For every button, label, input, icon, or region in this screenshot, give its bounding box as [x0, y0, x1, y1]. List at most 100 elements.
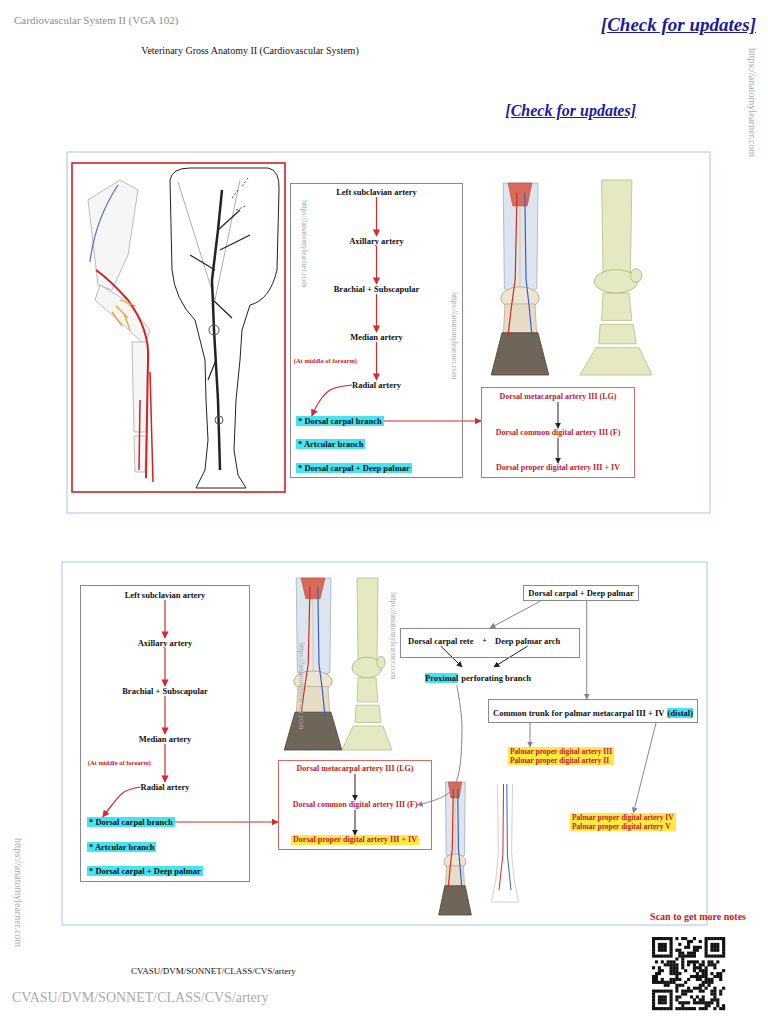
flow-arrow — [164, 744, 165, 782]
qr-code — [678, 1001, 681, 1004]
qr-code — [693, 998, 696, 1001]
qr-code — [693, 975, 696, 978]
qr-code — [696, 978, 699, 981]
node-text: Dorsal proper digital artery III + IV — [496, 463, 620, 473]
watermark: https://anatomylearner.com — [12, 838, 24, 947]
qr-code — [699, 946, 702, 949]
qr-code — [716, 960, 719, 963]
artery-step: Deep palmar arch — [495, 636, 560, 646]
qr-code — [681, 1004, 684, 1007]
process-box: Dorsal carpal reteDeep palmar arch — [400, 628, 580, 658]
qr-code — [675, 987, 678, 990]
qr-code — [707, 978, 710, 981]
watermark: https://anatomylearner.com — [449, 292, 459, 379]
qr-code — [687, 952, 690, 955]
highlighted-branch: * Artcular branch — [87, 842, 156, 852]
flow-arrow — [417, 685, 462, 805]
qr-code — [661, 998, 664, 1001]
qr-code — [722, 940, 725, 943]
artery-step: Left subclavian artery — [125, 590, 206, 600]
forelimb-artery-sketch — [90, 185, 118, 262]
limb-illustration — [508, 193, 517, 337]
qr-code — [678, 1007, 681, 1010]
qr-code — [716, 937, 719, 940]
update-link: [Check for updates] — [601, 14, 756, 37]
qr-code — [699, 940, 702, 943]
qr-code — [719, 975, 722, 978]
panel-frame — [72, 163, 285, 492]
qr-code — [684, 969, 687, 972]
qr-code — [678, 995, 681, 998]
qr-code — [710, 955, 713, 958]
qr-code — [670, 940, 673, 943]
qr-code — [719, 1007, 722, 1010]
qr-code — [670, 966, 673, 969]
qr-code — [693, 966, 696, 969]
artery-step: Left subclavian artery — [336, 187, 417, 197]
limb-illustration — [313, 599, 314, 673]
qr-code — [713, 975, 716, 978]
limb-illustration — [458, 789, 462, 889]
qr-code — [681, 992, 684, 995]
qr-code — [652, 937, 725, 1010]
qr-code — [710, 998, 713, 1001]
qr-code — [710, 992, 713, 995]
qr-code — [687, 978, 690, 981]
limb-illustration — [284, 578, 342, 750]
qr-code — [702, 990, 705, 993]
flow-arrow — [103, 787, 141, 817]
qr-code — [664, 943, 667, 946]
qr-code — [696, 966, 699, 969]
qr-code — [670, 992, 673, 995]
qr-code — [705, 981, 708, 984]
qr-code — [655, 955, 658, 958]
qr-code — [696, 960, 699, 963]
bone-illustration — [602, 180, 632, 274]
qr-code — [670, 1004, 673, 1007]
qr-code — [699, 1007, 702, 1010]
qr-code — [684, 1001, 687, 1004]
qr-code — [661, 943, 664, 946]
qr-code — [655, 972, 658, 975]
limb-illustration — [525, 193, 532, 337]
qr-code — [652, 937, 725, 1010]
qr-code — [699, 978, 702, 981]
qr-code — [661, 995, 664, 998]
node-text: * Artcular branch — [89, 842, 154, 852]
qr-code — [658, 1007, 661, 1010]
node-text: Palmar proper digital artery III — [510, 747, 612, 756]
qr-code — [655, 978, 658, 981]
qr-code — [716, 1004, 719, 1007]
qr-code — [652, 981, 655, 984]
forelimb-artery-sketch — [112, 300, 136, 330]
qr-code — [672, 978, 675, 981]
qr-code — [670, 960, 673, 963]
qr-code — [716, 949, 719, 952]
node-text: Dorsal metacarpal artery III (LG) — [500, 392, 617, 402]
flow-arrow — [376, 342, 377, 380]
qr-code — [675, 963, 678, 966]
qr-code — [722, 969, 725, 972]
qr-code — [687, 987, 690, 990]
qr-code — [696, 946, 699, 949]
qr-code — [661, 978, 664, 981]
limb-illustration — [318, 587, 325, 716]
qr-code — [699, 990, 702, 993]
node-text: Dorsal common digital artery III (F) — [496, 428, 621, 438]
qr-code — [710, 963, 713, 966]
node-text: Axillary artery — [349, 236, 404, 246]
bone-illustration — [357, 678, 378, 702]
bone-illustration — [602, 293, 632, 320]
qr-code — [672, 972, 675, 975]
qr-code — [661, 949, 664, 952]
node-text: Palmar proper digital artery V — [572, 822, 674, 831]
node-text: Palmar proper digital artery II — [510, 756, 612, 765]
flow-arrow — [557, 402, 558, 428]
highlighted-step: Palmar proper digital artery IIIPalmar p… — [508, 747, 614, 765]
qr-code — [702, 1007, 705, 1010]
qr-code — [702, 975, 705, 978]
qr-code — [705, 937, 708, 940]
qr-code — [702, 969, 705, 972]
node-text: * Dorsal carpal + Deep palmar — [89, 866, 201, 876]
node-text: Median artery — [139, 734, 192, 744]
